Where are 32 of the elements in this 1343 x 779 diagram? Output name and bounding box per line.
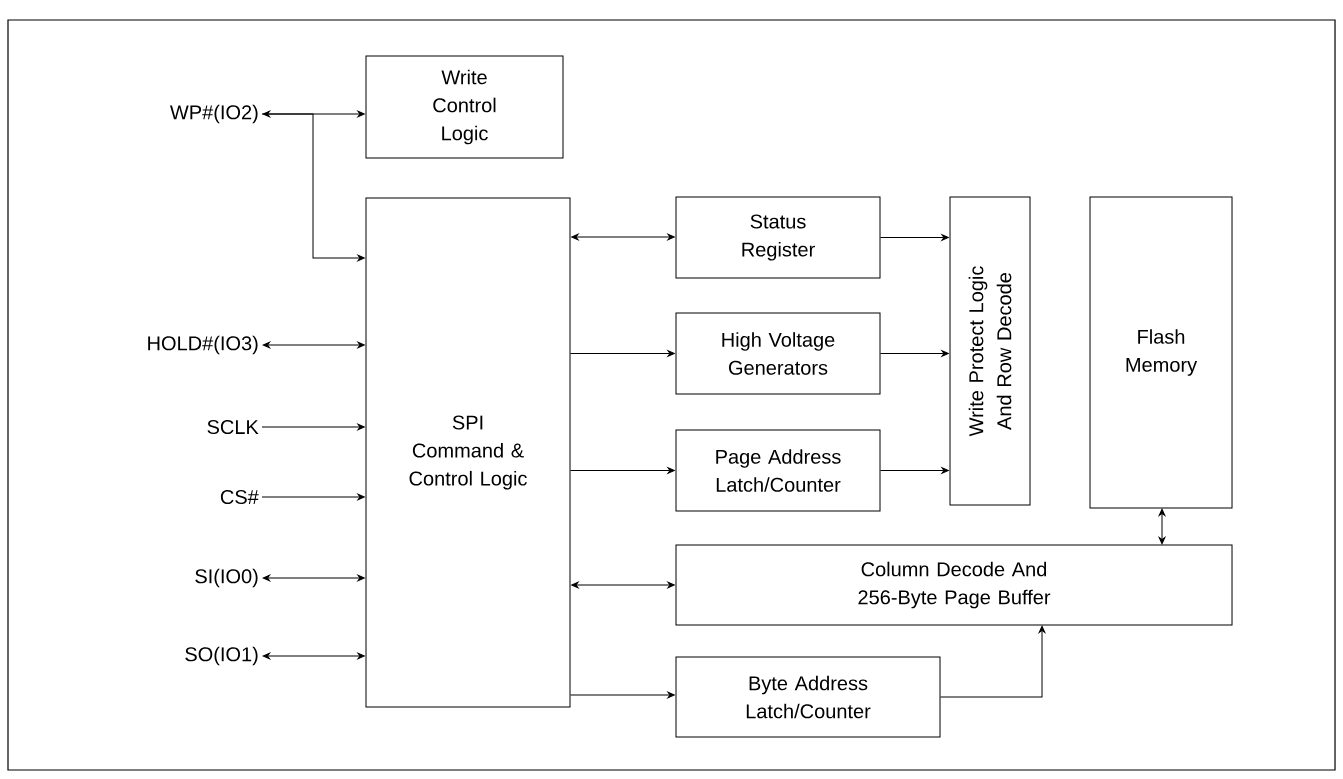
block-box: Column Decode And 256-Byte Page Buffer (675, 544, 1233, 626)
block-box: Status Register (675, 196, 881, 279)
arrow (262, 341, 365, 349)
arrow (1158, 508, 1166, 545)
pin-label: SO(IO1) (185, 646, 258, 666)
pin-label: WP#(IO2) (170, 104, 258, 124)
arrow (261, 493, 365, 501)
block-box: Write Protect Logic And Row Decode (949, 196, 1031, 506)
arrow (261, 113, 365, 262)
arrow (261, 423, 365, 431)
block-box: High Voltage Generators (675, 312, 881, 395)
block-box: Byte Address Latch/Counter (675, 656, 941, 738)
arrow (570, 350, 675, 357)
pin-label: HOLD#(IO3) (148, 335, 258, 355)
arrow (570, 467, 675, 474)
pin-label: CS# (220, 489, 259, 505)
arrow (262, 574, 365, 582)
pin-label: SI(IO0) (195, 568, 258, 588)
arrow (262, 110, 365, 118)
block-box: SPI Command & Control Logic (365, 197, 571, 708)
arrow (262, 652, 365, 660)
arrow (880, 234, 949, 241)
block-box: Flash Memory (1089, 196, 1233, 509)
block-box: Page Address Latch/Counter (675, 429, 881, 512)
block-box: Write Control Logic (365, 55, 564, 159)
arrow (571, 581, 675, 589)
arrow (570, 691, 675, 699)
arrow (571, 233, 675, 241)
arrow (880, 467, 949, 474)
arrow (880, 350, 949, 357)
arrow (940, 625, 1046, 698)
pin-label: SCLK (207, 419, 259, 435)
